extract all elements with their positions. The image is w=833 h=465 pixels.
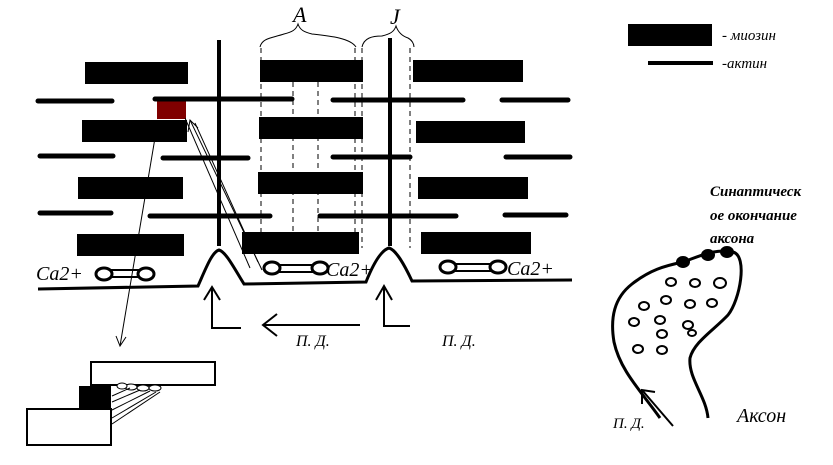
action-potential-label: П. Д. xyxy=(295,333,330,350)
myosin-filament xyxy=(258,172,363,194)
axon-label: Аксон xyxy=(735,405,786,427)
myosin-filament xyxy=(85,62,188,84)
legend: - миозин -актин xyxy=(628,24,776,72)
action-potential-arrow xyxy=(261,313,360,337)
myosin-filament xyxy=(259,117,363,139)
inset-thin-filament xyxy=(26,408,112,446)
i-band-brace xyxy=(361,24,415,48)
myosin-filament xyxy=(416,121,525,143)
calcium-channels xyxy=(94,259,508,282)
synaptic-terminal-label: аксона xyxy=(710,231,755,247)
myosin-filament xyxy=(260,60,363,82)
z-lines xyxy=(217,38,392,246)
myosin-filament xyxy=(418,177,528,199)
myosin-filament xyxy=(421,232,531,254)
action-potential-label: П. Д. xyxy=(612,416,645,432)
i-band-label: J xyxy=(390,4,401,29)
calcium-ion-label: Ca2+ xyxy=(36,263,83,285)
synaptic-terminal xyxy=(611,246,743,427)
highlighted-myosin-head xyxy=(157,99,186,119)
legend-myosin-swatch xyxy=(628,24,712,46)
sarcolemma xyxy=(37,246,573,291)
synaptic-vesicles xyxy=(628,246,734,355)
legend-actin-label: -актин xyxy=(722,56,767,72)
calcium-ion-label: Ca2+ xyxy=(507,258,554,280)
axon-outline-outer xyxy=(611,249,743,419)
myosin-filament xyxy=(413,60,523,82)
pointer-lines xyxy=(115,117,263,348)
band-guides xyxy=(260,48,411,248)
synaptic-terminal-label: Синаптическ xyxy=(710,184,802,200)
myosin-filament xyxy=(82,120,187,142)
inset-myosin-head xyxy=(79,386,111,410)
myosin-filament xyxy=(77,234,184,256)
myosin-filament xyxy=(242,232,359,254)
zoom-inset xyxy=(26,361,216,446)
inset-thick-filament xyxy=(90,361,216,386)
t-tubule-arrows xyxy=(203,283,410,329)
myosin-filaments xyxy=(77,60,531,256)
legend-myosin-label: - миозин xyxy=(722,28,776,44)
myosin-filament xyxy=(78,177,183,199)
synaptic-terminal-label: ое окончание xyxy=(710,208,797,224)
a-band-brace xyxy=(259,22,357,48)
a-band-label: A xyxy=(291,2,307,27)
axon-signal-arrow xyxy=(641,388,674,427)
action-potential-label: П. Д. xyxy=(441,333,476,350)
calcium-ion-label: Ca2+ xyxy=(326,259,373,281)
